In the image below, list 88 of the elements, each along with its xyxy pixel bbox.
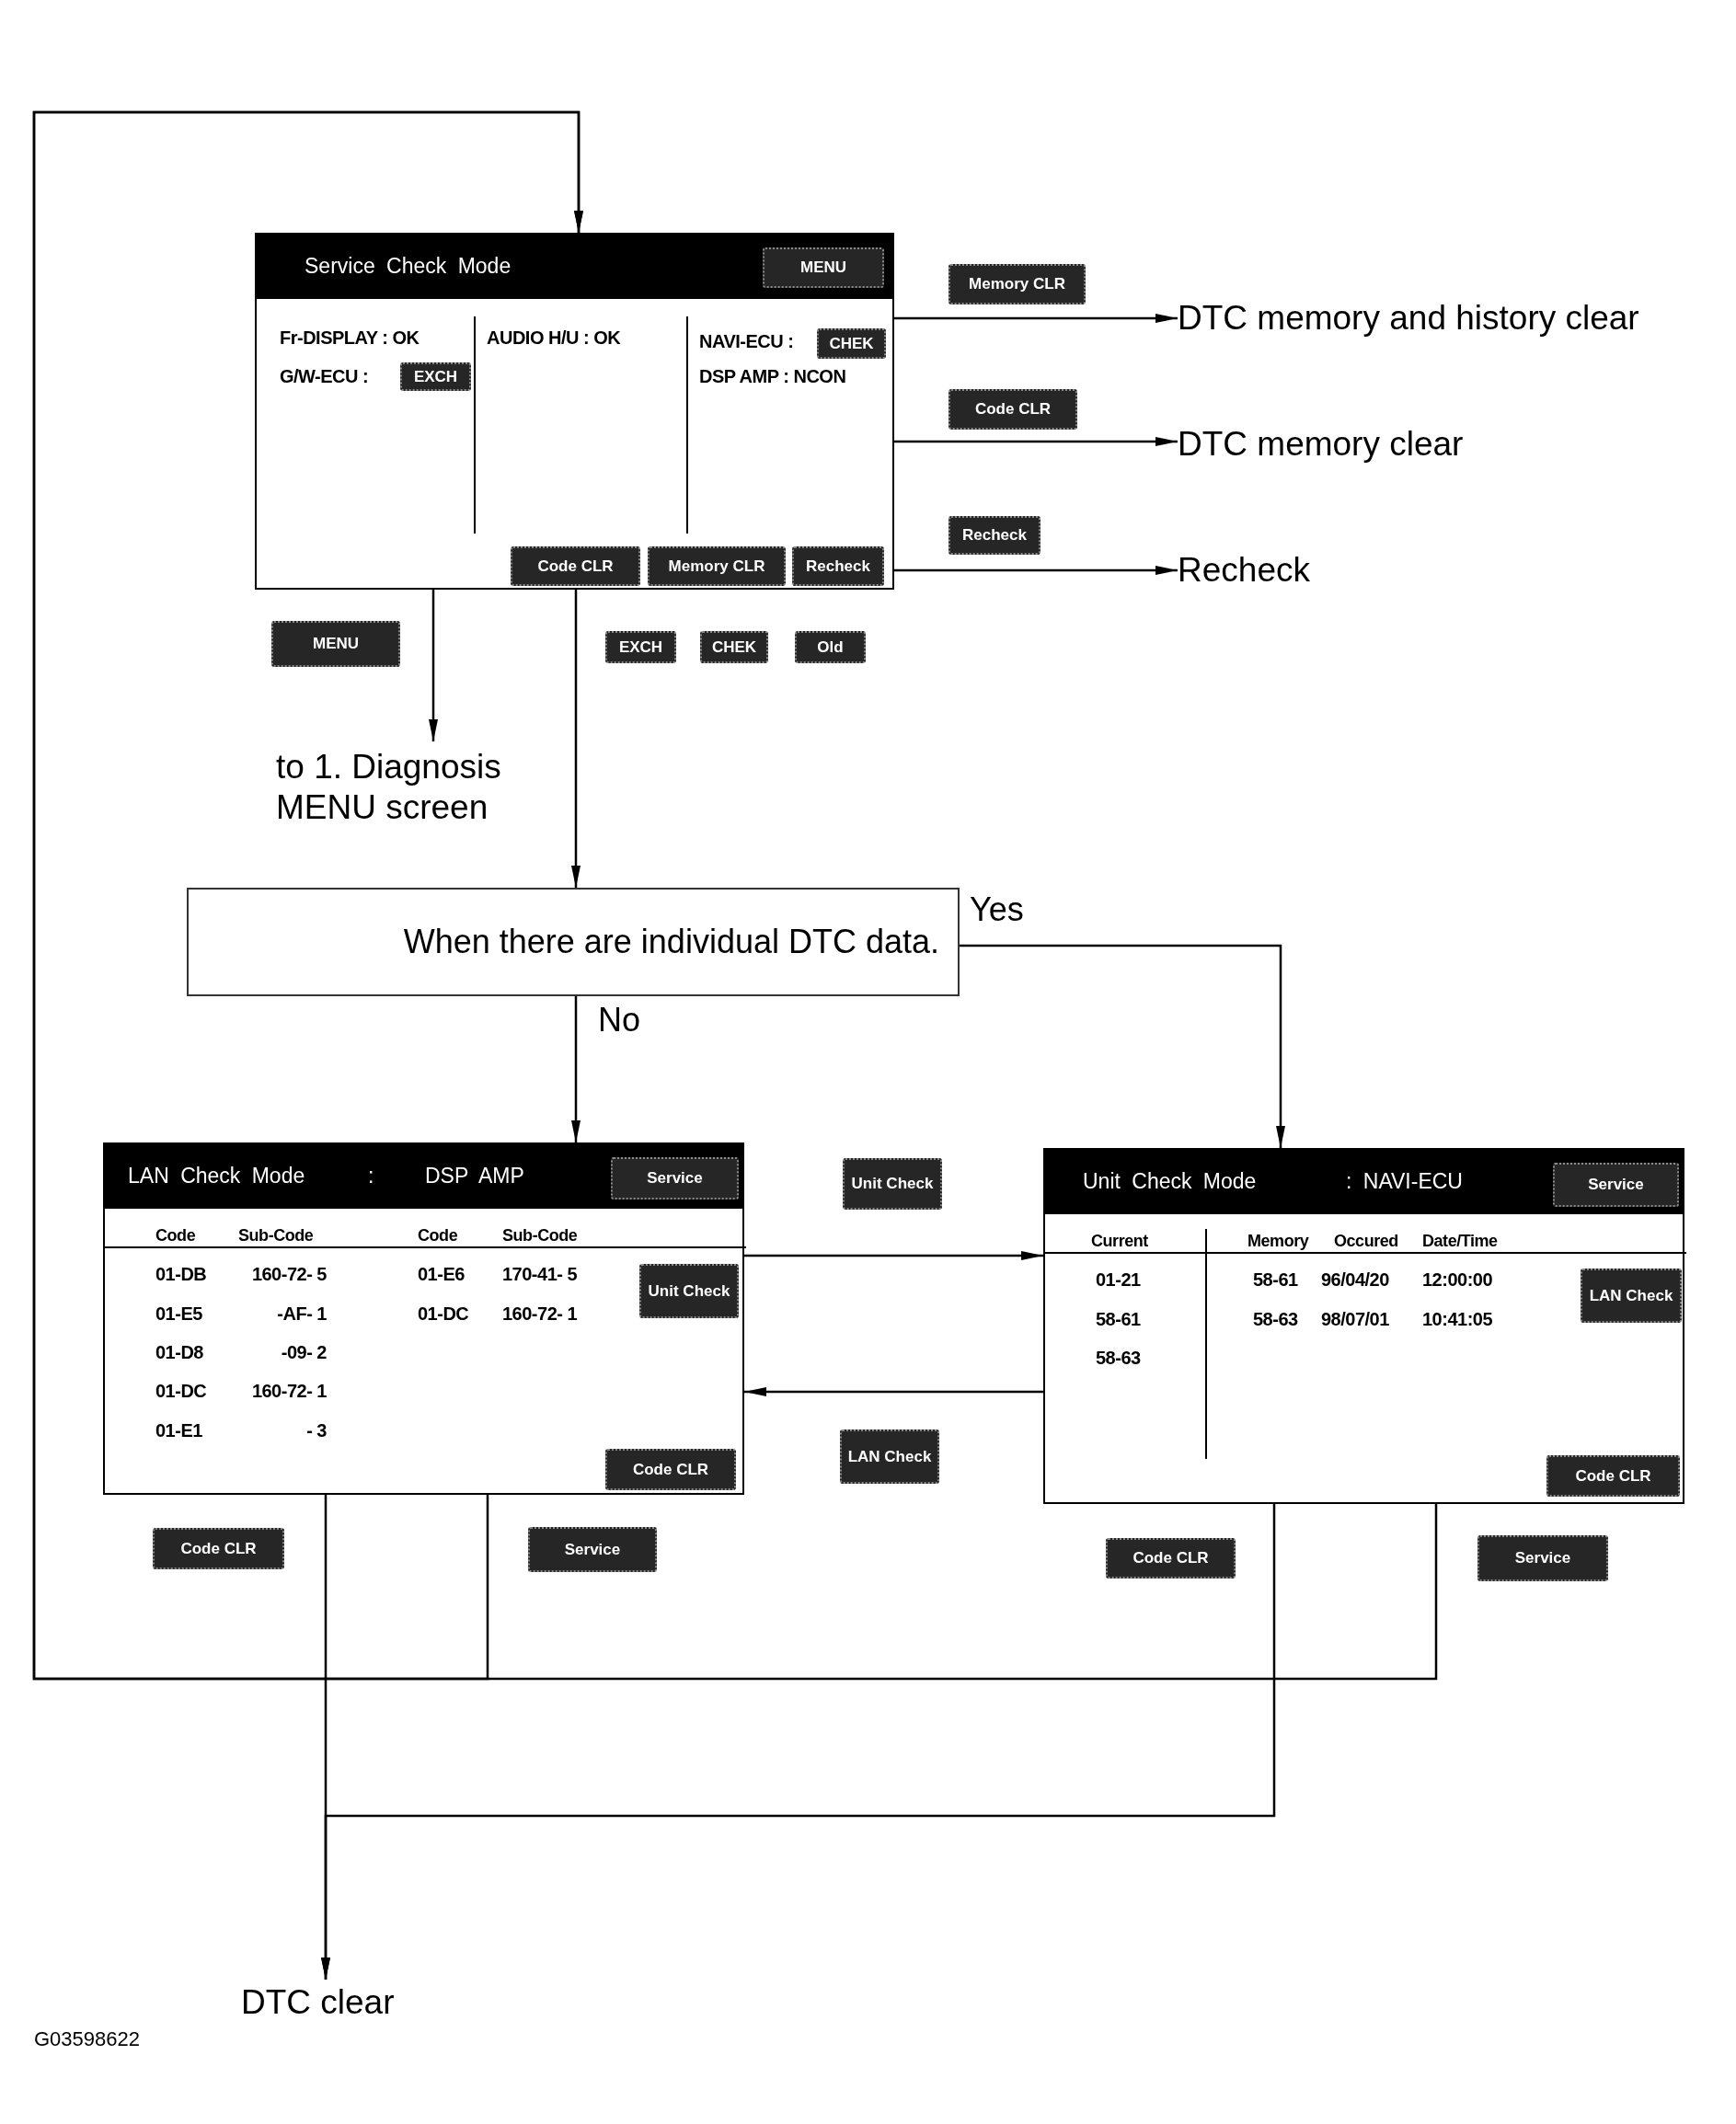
- key-button: MENU: [763, 247, 884, 288]
- result-text: DTC clear: [241, 1980, 425, 2026]
- screen-text: 10:41:05: [1422, 1308, 1493, 1331]
- key-button: Service: [528, 1527, 657, 1572]
- condition-box: When there are individual DTC data.: [187, 888, 960, 996]
- key-button: CHEK: [700, 631, 768, 663]
- flow-arrow: [321, 1504, 1276, 1980]
- screen-text: 01-E5: [155, 1303, 202, 1326]
- result-text: DTC memory clear: [1178, 419, 1546, 470]
- screen-text: 12:00:00: [1422, 1269, 1493, 1292]
- key-button: Code CLR: [153, 1528, 284, 1569]
- key-button: Service: [1553, 1163, 1679, 1207]
- screen-title: Unit Check Mode: [1083, 1168, 1257, 1195]
- screen-text: Current: [1091, 1231, 1148, 1252]
- result-text: Recheck: [1178, 545, 1380, 596]
- key-button: Unit Check: [843, 1158, 942, 1210]
- key-button: LAN Check: [1581, 1269, 1682, 1323]
- key-button: Unit Check: [639, 1264, 739, 1318]
- result-text: to 1. Diagnosis MENU screen: [276, 741, 570, 833]
- screen-text: Fr-DISPLAY : OK: [280, 327, 420, 350]
- key-button: Memory CLR: [948, 264, 1086, 304]
- screen-text: Occured: [1334, 1231, 1398, 1252]
- key-button: Code CLR: [605, 1449, 736, 1490]
- screen-text: Memory: [1247, 1231, 1309, 1252]
- key-button: Code CLR: [948, 389, 1077, 430]
- flow-arrow: [571, 590, 581, 888]
- screen-panel: [1043, 1148, 1684, 1504]
- key-button: Code CLR: [1546, 1455, 1680, 1497]
- screen-text: 58-63: [1096, 1347, 1141, 1370]
- flow-arrow: [894, 437, 1178, 446]
- screen-text: Date/Time: [1422, 1231, 1498, 1252]
- screen-text: -09- 2: [281, 1341, 327, 1364]
- screen-text: 01-21: [1096, 1269, 1141, 1292]
- key-button: LAN Check: [840, 1429, 939, 1484]
- result-text: DTC memory and history clear: [1178, 293, 1730, 344]
- screen-text: AUDIO H/U : OK: [487, 327, 621, 350]
- key-button: EXCH: [605, 631, 676, 663]
- screen-text: 170-41- 5: [502, 1263, 578, 1286]
- key-button: Code CLR: [511, 546, 640, 586]
- screen-text: 01-E6: [418, 1263, 465, 1286]
- screen-text: 58-61: [1096, 1308, 1141, 1331]
- flow-arrow: [32, 110, 1438, 1681]
- screen-text: DSP AMP : NCON: [699, 365, 846, 388]
- screen-text: Code: [418, 1225, 458, 1246]
- screen-panel: [103, 1142, 744, 1495]
- screen-text: 98/07/01: [1321, 1308, 1389, 1331]
- screen-panel: [255, 233, 894, 590]
- key-button: Old: [795, 631, 866, 663]
- key-button: MENU: [271, 621, 400, 667]
- key-button: EXCH: [400, 362, 471, 391]
- screen-text: NAVI-ECU :: [699, 330, 794, 353]
- screen-text: 01-DC: [155, 1380, 207, 1403]
- flow-arrow: [744, 1387, 1043, 1396]
- screen-title: Service Check Mode: [305, 253, 512, 280]
- screen-text: -AF- 1: [277, 1303, 327, 1326]
- key-button: Code CLR: [1106, 1538, 1236, 1579]
- screen-text: Sub-Code: [238, 1225, 314, 1246]
- flow-arrow: [744, 1251, 1043, 1260]
- screen-text: Code: [155, 1225, 196, 1246]
- screen-text: Sub-Code: [502, 1225, 578, 1246]
- flow-arrow: [894, 566, 1178, 575]
- screen-text: 01-D8: [155, 1341, 203, 1364]
- screen-text: 96/04/20: [1321, 1269, 1389, 1292]
- flow-arrow: [429, 590, 438, 741]
- key-button: Recheck: [948, 516, 1040, 555]
- key-button: CHEK: [817, 328, 886, 359]
- figure-number: G03598622: [34, 2026, 140, 2052]
- screen-text: 160-72- 5: [251, 1263, 327, 1286]
- key-button: Memory CLR: [648, 546, 786, 586]
- key-button: Service: [611, 1157, 739, 1200]
- screen-title: DSP AMP: [425, 1163, 524, 1189]
- screen-text: 01-E1: [155, 1419, 202, 1442]
- screen-text: 58-63: [1253, 1308, 1298, 1331]
- screen-text: 01-DC: [418, 1303, 469, 1326]
- screen-text: 01-DB: [155, 1263, 207, 1286]
- screen-title: : NAVI-ECU: [1346, 1168, 1463, 1195]
- screen-text: - 3: [306, 1419, 327, 1442]
- screen-title: LAN Check Mode: [128, 1163, 305, 1189]
- screen-title: :: [368, 1163, 374, 1189]
- screen-text: 58-61: [1253, 1269, 1298, 1292]
- flow-arrow: [894, 314, 1178, 323]
- screen-text: 160-72- 1: [502, 1303, 578, 1326]
- flow-arrow: [960, 944, 1285, 1148]
- screen-text: 160-72- 1: [251, 1380, 327, 1403]
- key-button: Recheck: [792, 546, 884, 586]
- key-button: Service: [1477, 1535, 1608, 1581]
- flow-arrow: [571, 996, 581, 1142]
- screen-text: G/W-ECU :: [280, 365, 369, 388]
